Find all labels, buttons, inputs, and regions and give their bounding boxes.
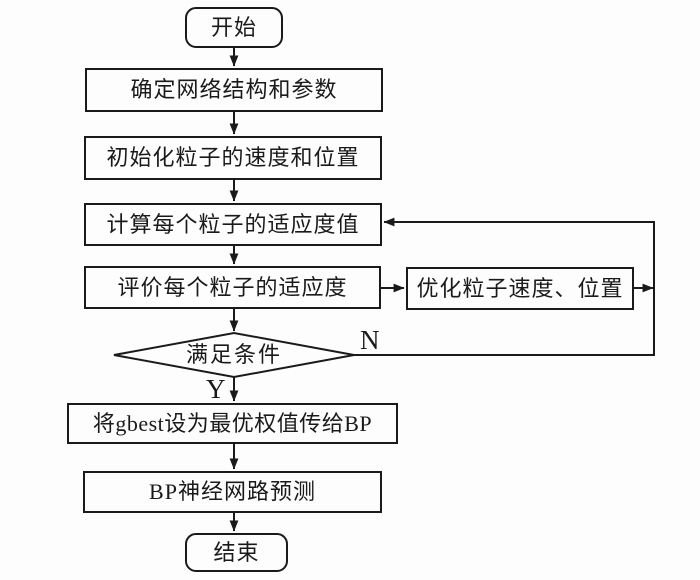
node-start: 开始 [185, 7, 283, 48]
node-optimize-particles-label: 优化粒子速度、位置 [416, 275, 624, 301]
decision-text: 满足条件 [185, 342, 282, 367]
node-end: 结束 [185, 533, 288, 572]
node-determine-network-label: 确定网络结构和参数 [130, 77, 338, 102]
yes-label-text: Y [206, 374, 226, 404]
node-start-label: 开始 [210, 14, 257, 40]
node-init-particles-label: 初始化粒子的速度和位置 [106, 145, 360, 170]
node-bp-predict-label: BP神经网路预测 [149, 479, 316, 504]
node-set-gbest: 将gbest设为最优权值传给BP [67, 403, 398, 444]
branch-label-yes: Y [206, 376, 226, 403]
node-end-label: 结束 [213, 539, 260, 565]
node-decision-label: 满足条件 [114, 333, 354, 377]
branch-label-no: N [360, 327, 380, 354]
node-optimize-particles: 优化粒子速度、位置 [406, 267, 634, 310]
node-bp-predict: BP神经网路预测 [83, 471, 382, 513]
node-determine-network: 确定网络结构和参数 [85, 68, 383, 112]
node-calc-fitness-label: 计算每个粒子的适应度值 [106, 211, 360, 237]
node-calc-fitness: 计算每个粒子的适应度值 [84, 203, 382, 246]
node-init-particles: 初始化粒子的速度和位置 [84, 136, 382, 180]
node-set-gbest-label: 将gbest设为最优权值传给BP [92, 410, 373, 436]
node-evaluate-fitness: 评价每个粒子的适应度 [84, 266, 381, 309]
no-label-text: N [360, 325, 380, 355]
node-evaluate-fitness-label: 评价每个粒子的适应度 [117, 274, 348, 300]
